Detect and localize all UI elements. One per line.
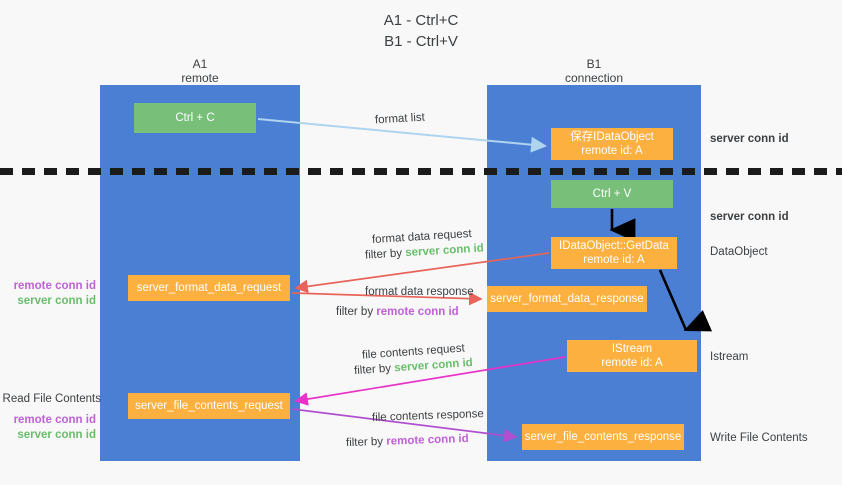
label-server-conn-id: server conn id [17,295,96,307]
filter-by-label: filter by [336,306,377,318]
label-conn-ids-bottom: remote conn id server conn id [0,413,96,443]
node-server-file-contents-response[interactable]: server_file_contents_response [522,424,684,450]
annotation-filter-by-remote-conn-id-2: filter by remote conn id [346,432,469,451]
page-title: A1 - Ctrl+C B1 - Ctrl+V [383,12,459,50]
node-ctrl-c[interactable]: Ctrl + C [134,103,256,133]
node-ctrl-v[interactable]: Ctrl + V [551,180,673,208]
label-remote-conn-id: remote conn id [13,280,96,292]
annotation-format-list: format list [374,111,426,127]
filter-by-label: filter by [353,362,395,378]
label-server-conn-id-mid: server conn id [710,211,789,223]
label-conn-ids-top: remote conn id server conn id [0,279,96,309]
node-istream[interactable]: IStream remote id: A [567,340,697,372]
label-write-file-contents: Write File Contents [710,432,808,444]
node-server-format-data-request[interactable]: server_format_data_request [128,275,290,301]
server-conn-id-token: server conn id [393,356,474,375]
remote-conn-id-token: remote conn id [376,306,459,318]
column-header-a1: A1 remote [181,57,219,85]
label-remote-conn-id: remote conn id [13,414,96,426]
label-dataobject: DataObject [710,246,768,258]
node-save-idataobject[interactable]: 保存IDataObject remote id: A [551,128,673,160]
label-server-conn-id-top: server conn id [710,133,789,145]
phase-separator-dashed-line [0,168,842,175]
annotation-filter-by-remote-conn-id-1: filter by remote conn id [336,305,459,320]
column-header-b1: B1 connection [564,57,624,85]
remote-conn-id-token: remote conn id [386,432,469,448]
node-idataobject-getdata[interactable]: IDataObject::GetData remote id: A [551,237,677,269]
node-server-file-contents-request[interactable]: server_file_contents_request [128,393,290,419]
annotation-file-contents-response: file contents response [371,408,485,424]
annotation-format-data-response: format data response [365,286,474,298]
label-istream: Istream [710,351,749,363]
filter-by-label: filter by [345,435,387,450]
label-server-conn-id: server conn id [17,429,96,441]
server-conn-id-token: server conn id [404,242,485,260]
filter-by-label: filter by [364,247,406,262]
label-read-file-contents: Read File Contents [2,393,101,405]
node-server-format-data-response[interactable]: server_format_data_response [487,286,647,312]
